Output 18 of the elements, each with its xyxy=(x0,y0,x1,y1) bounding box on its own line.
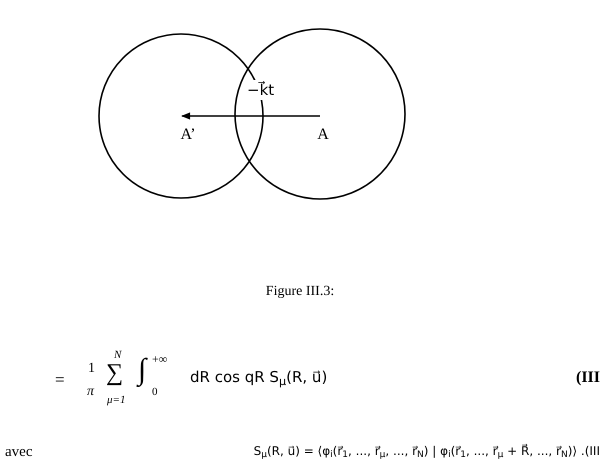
formula-text: dR cos qR S$_{μ}$(R, u⃗) xyxy=(190,367,328,388)
integral-lower-limit: 0 xyxy=(152,385,158,400)
sum-lower-limit: μ=1 xyxy=(107,393,126,408)
sum-upper-limit: N xyxy=(114,348,122,363)
point-label: A xyxy=(317,126,329,144)
arrow xyxy=(181,112,320,120)
figure-caption: Figure III.3: xyxy=(264,283,336,301)
equation-number: (III xyxy=(576,368,600,388)
integral-upper-limit: +∞ xyxy=(152,351,168,368)
sum-symbol: ∑ xyxy=(106,360,124,386)
fraction-numerator: 1 xyxy=(88,360,95,378)
point-label: A’ xyxy=(180,126,196,144)
edge-label: −k⃗t xyxy=(246,80,276,100)
formula-text: S$_{μ}$(R, u⃗) = ⟨φ$_{i}$(r⃗$_{1}$, ..., r⃗$_{μ}$, ..., r⃗$_{N}$) | φ$_{i}$(r⃗$_{1}$, ..., r⃗$_{μ}$ + R⃗, ..., r⃗$_{N}$)⟩ .(III xyxy=(254,442,600,460)
integral-symbol: ∫ xyxy=(138,352,146,388)
fraction-denominator: π xyxy=(87,383,94,401)
formula-text: avec xyxy=(5,443,32,462)
equals-sign: = xyxy=(55,369,65,391)
